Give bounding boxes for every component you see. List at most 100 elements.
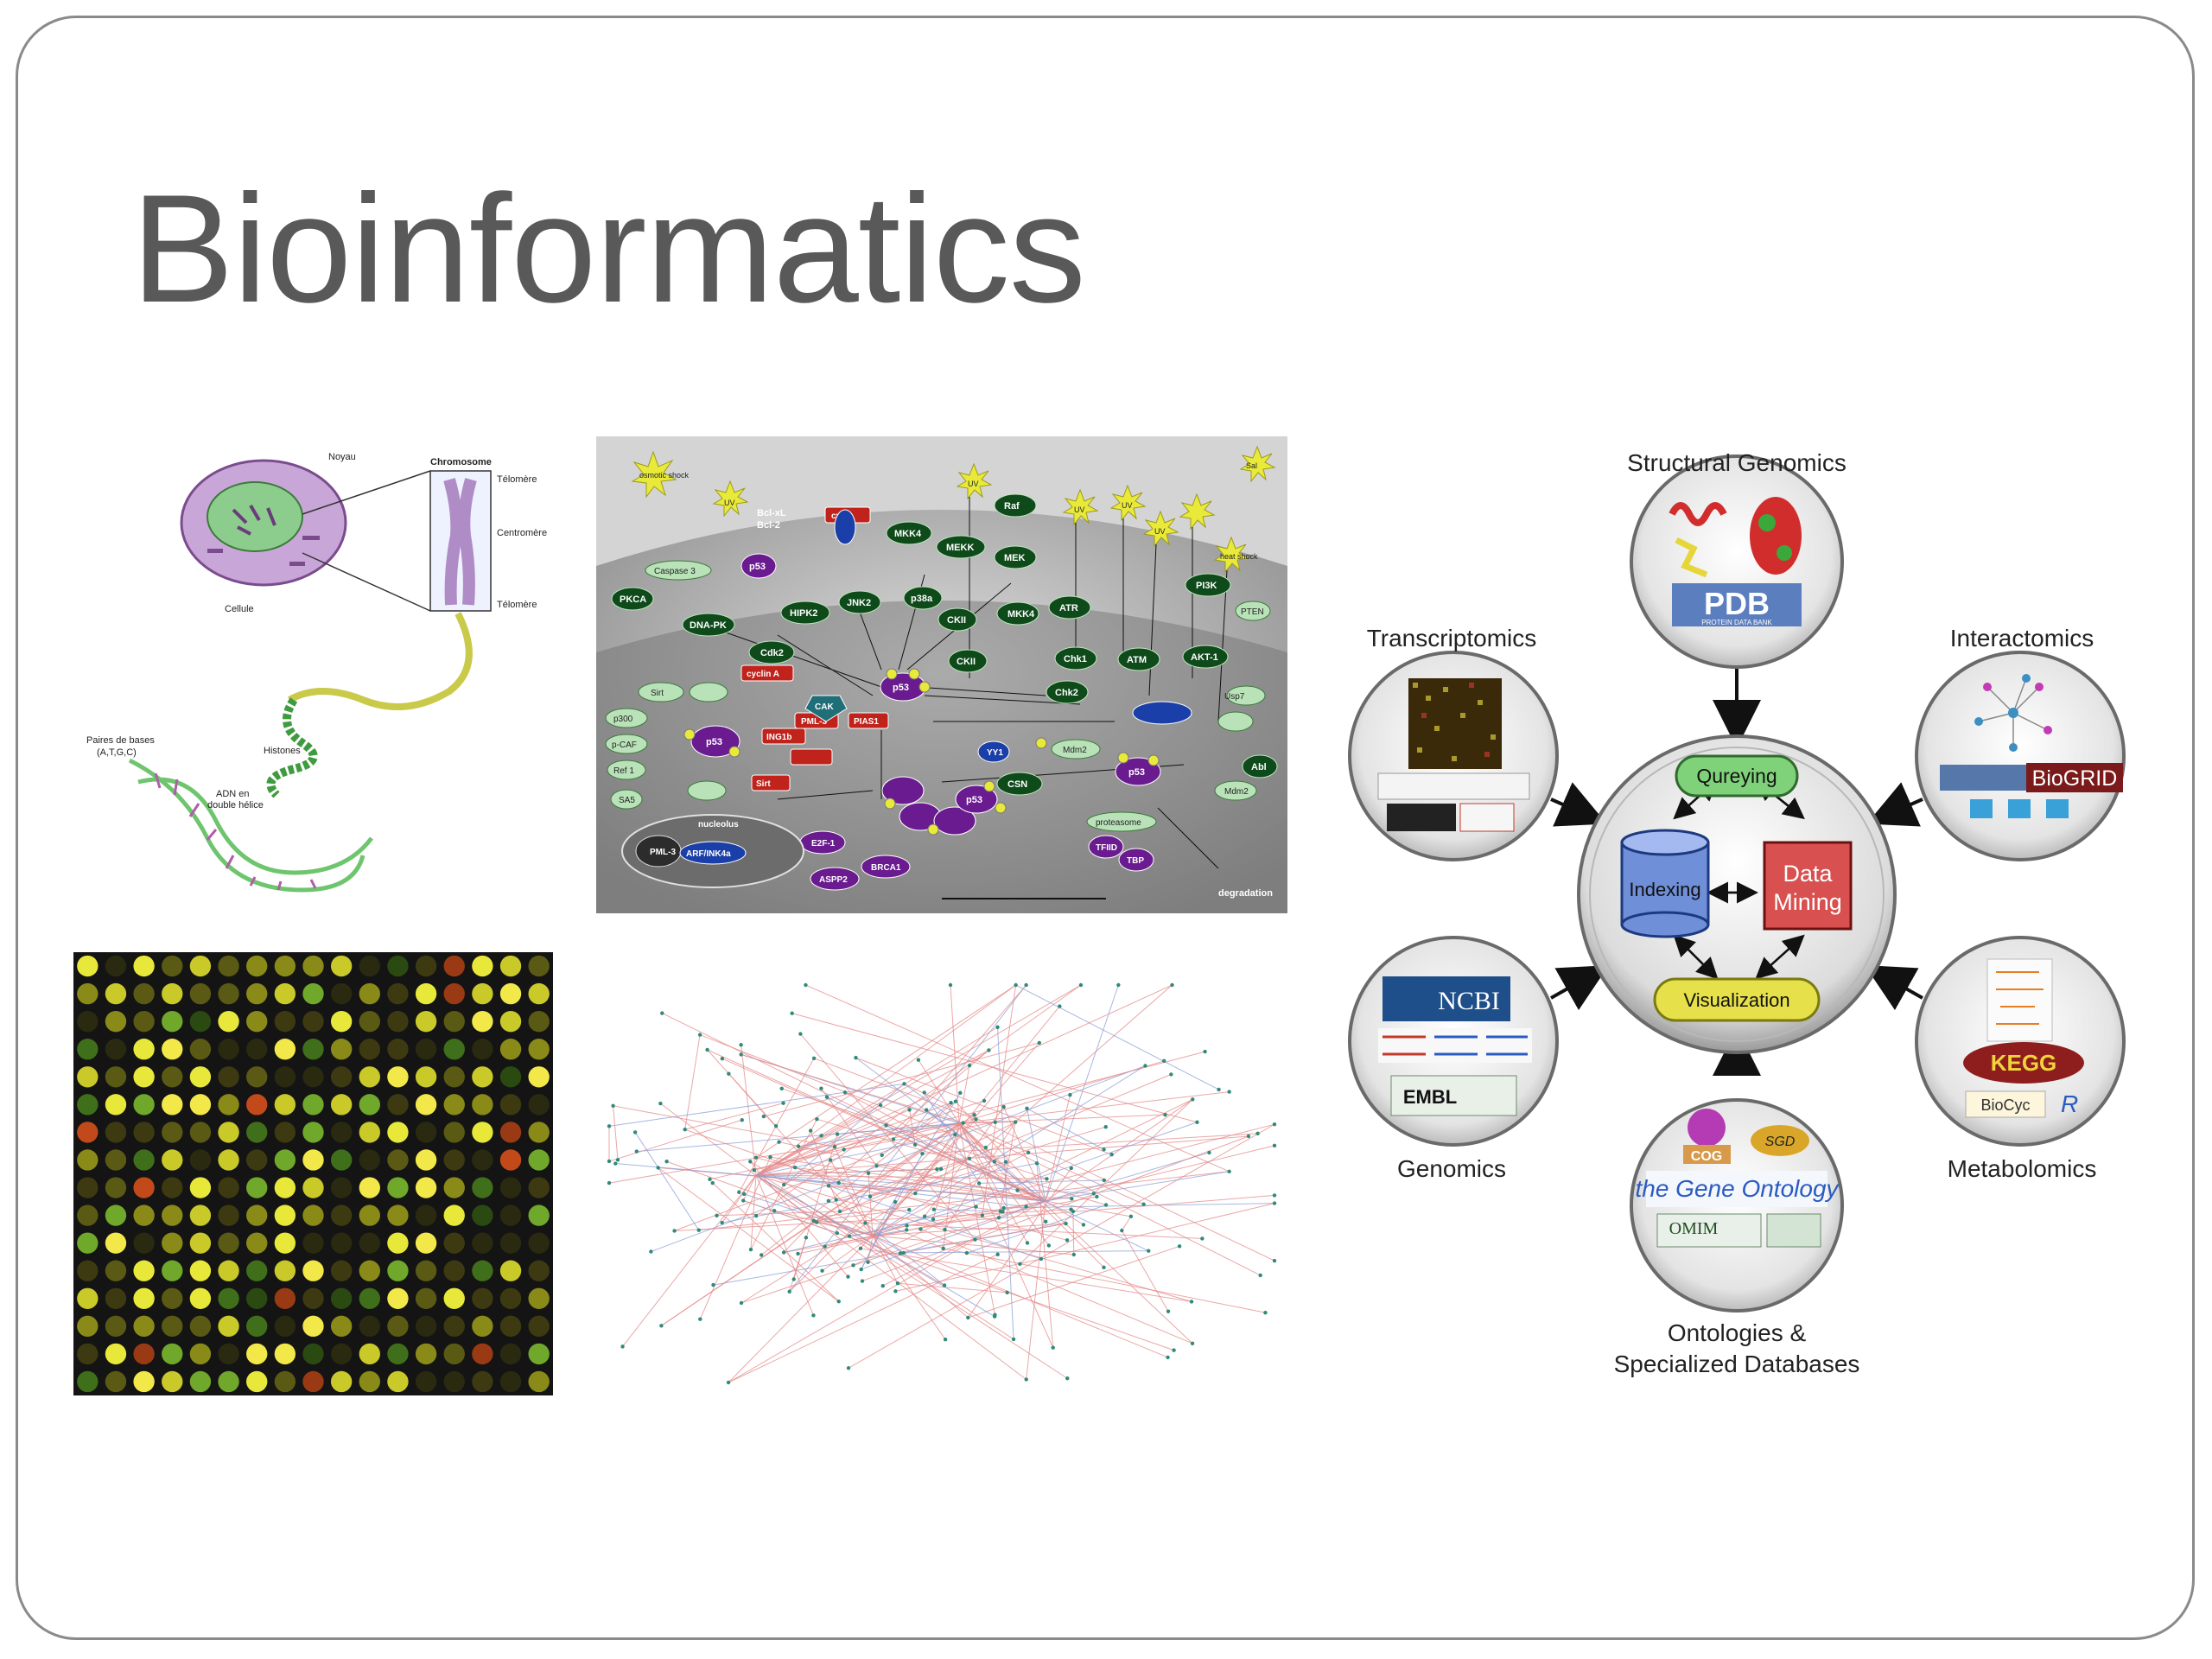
microarray-spot xyxy=(472,1343,493,1365)
network-node xyxy=(790,1011,794,1015)
slide-title: Bioinformatics xyxy=(131,162,1086,334)
network-node xyxy=(720,1220,724,1225)
network-edge xyxy=(1045,1200,1131,1217)
network-edge xyxy=(897,1282,1007,1294)
network-edge xyxy=(958,1122,1046,1223)
p53-pathway-diagram: osmotic shock UV UV UV UV UV heat shock … xyxy=(596,436,1287,913)
network-edge xyxy=(861,1200,1046,1270)
node-p53-top: p53 xyxy=(749,562,766,572)
microarray-spot xyxy=(387,1315,409,1338)
microarray-spot xyxy=(133,1205,155,1226)
microarray-spot xyxy=(387,1370,409,1393)
microarray-spot xyxy=(105,1010,127,1033)
network-node xyxy=(748,1160,753,1164)
microarray-spot xyxy=(387,1122,409,1143)
microarray-spot xyxy=(359,955,380,977)
microarray-spot xyxy=(330,1010,353,1033)
microarray-spot xyxy=(528,1315,550,1338)
microarray-spot xyxy=(359,982,380,1005)
microarray-spot xyxy=(218,1177,239,1198)
microarray-spot xyxy=(162,1315,183,1338)
microarray-spot xyxy=(105,982,127,1005)
network-edge xyxy=(755,1102,951,1176)
network-node xyxy=(740,1118,744,1122)
network-edge xyxy=(658,1167,840,1302)
microarray-spot xyxy=(105,1260,127,1281)
network-node xyxy=(863,1221,868,1225)
network-edge xyxy=(848,1123,1275,1369)
microarray-spot xyxy=(133,1039,155,1060)
network-node xyxy=(995,1025,1000,1029)
network-edge xyxy=(828,1050,989,1186)
network-node xyxy=(976,1181,982,1185)
microarray-spot xyxy=(302,1232,324,1254)
microarray-spot xyxy=(359,1066,380,1088)
network-node xyxy=(898,1251,903,1255)
microarray-spot xyxy=(472,1010,493,1033)
network-edge xyxy=(904,1083,1275,1262)
microarray-spot xyxy=(387,1039,409,1060)
network-edge xyxy=(843,1122,995,1150)
microarray-spot xyxy=(302,1343,324,1365)
microarray-spot xyxy=(105,955,127,977)
network-edge xyxy=(613,1105,836,1147)
network-edge xyxy=(958,1114,1166,1124)
microarray-spot xyxy=(499,1287,522,1309)
network-node xyxy=(1037,1040,1042,1046)
network-node xyxy=(922,1090,926,1095)
sequence-icon xyxy=(1378,1028,1532,1063)
microarray-spot xyxy=(443,1122,465,1143)
network-node xyxy=(942,1283,947,1287)
network-node xyxy=(868,1194,873,1199)
microarray-spot xyxy=(133,1066,155,1088)
network-edge xyxy=(1026,1200,1046,1380)
node-jnk2: JNK2 xyxy=(847,598,871,608)
microarray-spot xyxy=(105,1370,127,1393)
network-node xyxy=(649,1249,653,1254)
node-mek: MEK xyxy=(1004,553,1026,563)
network-node xyxy=(1147,1249,1151,1253)
microarray-spot xyxy=(330,1066,353,1088)
node-ck2: CKII xyxy=(947,615,966,626)
network-edge xyxy=(798,1122,960,1147)
network-edge xyxy=(861,1135,1249,1281)
network-node xyxy=(1161,1058,1166,1064)
network-edge xyxy=(608,1083,905,1127)
microarray-spot xyxy=(133,955,155,977)
network-edge xyxy=(1036,1163,1054,1348)
network-node xyxy=(811,1056,817,1060)
network-edge xyxy=(749,1160,849,1277)
microarray-spot xyxy=(105,1343,127,1365)
network-node xyxy=(1078,982,1084,988)
visualization-pill xyxy=(1653,977,1821,1022)
microarray-spot xyxy=(105,1149,127,1171)
microarray-spot xyxy=(189,1343,212,1365)
network-node xyxy=(902,1082,906,1086)
microarray-spot xyxy=(528,1066,550,1088)
node-chk1: Chk1 xyxy=(1064,654,1087,664)
network-edge xyxy=(716,1211,841,1217)
microarray-spot xyxy=(415,1177,437,1198)
microarray-spot xyxy=(443,982,465,1005)
microarray-spot xyxy=(359,1343,380,1365)
microarray-spot xyxy=(274,1205,296,1226)
network-node xyxy=(1045,1177,1049,1181)
node-mdm2: Mdm2 xyxy=(1063,746,1087,755)
node-p38a: p38a xyxy=(911,594,933,604)
microarray-spot xyxy=(387,1287,409,1309)
network-edge xyxy=(699,1034,987,1148)
network-node xyxy=(943,1227,947,1232)
label-noyau: Noyau xyxy=(328,452,356,462)
microarray-spot xyxy=(302,1066,324,1088)
geo-logo-icon xyxy=(1377,772,1530,800)
microarray-spot xyxy=(359,1260,380,1281)
network-node xyxy=(1272,1258,1277,1263)
microarray-spot xyxy=(330,1039,353,1060)
microarray-spot xyxy=(274,1315,296,1338)
microarray-spot xyxy=(443,1260,465,1281)
network-edge xyxy=(872,1235,946,1340)
network-edge xyxy=(755,1157,1068,1241)
microarray-spot xyxy=(189,1094,212,1116)
network-node xyxy=(973,1237,977,1242)
microarray-spot xyxy=(443,1094,465,1116)
